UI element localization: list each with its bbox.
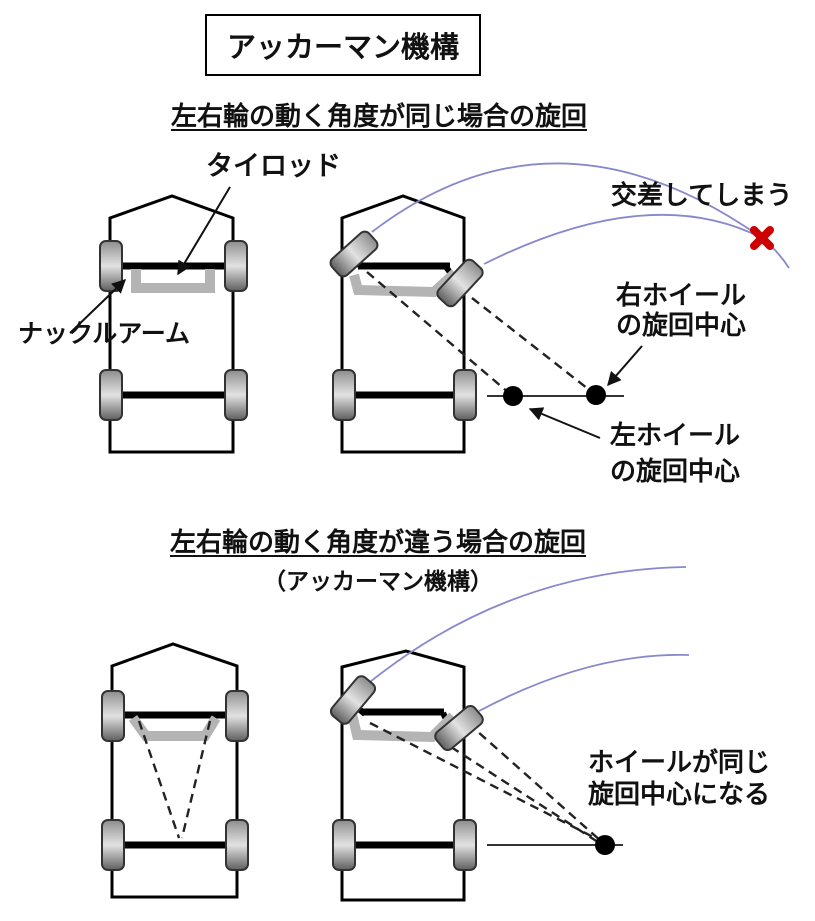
- right-wheel-center-label: 右ホイール の旋回中心: [616, 281, 747, 341]
- knuckle-axis-left: [137, 720, 181, 839]
- rear-right-wheel: [453, 369, 477, 421]
- rear-right-wheel: [453, 819, 477, 871]
- right-wheel-perpendicular: [471, 297, 593, 393]
- front-left-wheel-turned: [329, 230, 379, 278]
- tie-rod: [128, 715, 221, 741]
- title-box: アッカーマン機構: [205, 14, 481, 76]
- same-center-label: ホイールが同じ 旋回中心になる: [588, 748, 771, 810]
- rear-right-wheel: [225, 819, 249, 871]
- section1-heading: 左右輪の動く角度が同じ場合の旋回: [170, 102, 587, 132]
- tie-rod-label: タイロッド: [206, 151, 341, 182]
- car-turned-same-angle: [329, 162, 790, 454]
- rear-left-wheel: [101, 819, 125, 871]
- front-left-wheel: [99, 240, 123, 292]
- rear-left-wheel: [99, 369, 123, 421]
- front-right-wheel: [225, 690, 249, 742]
- turning-arc-left-wheel: [371, 162, 763, 239]
- knuckle-arm-label: ナックルアーム: [18, 319, 191, 348]
- rear-left-wheel: [332, 819, 356, 871]
- front-right-wheel: [224, 240, 248, 292]
- car-straight-same-angle: [99, 194, 248, 454]
- front-right-wheel-turned: [436, 258, 484, 308]
- left-wheel-perpendicular: [369, 721, 602, 843]
- tie-rod-arrow: [177, 186, 231, 276]
- knuckle-arm-arrow: [69, 279, 127, 334]
- right-center-arrow: [607, 345, 643, 387]
- crossing-x-icon: [750, 226, 774, 250]
- knuckle-axis-right: [180, 720, 212, 839]
- section2-heading-block: 左右輪の動く角度が違う場合の旋回 （アッカーマン機構）: [128, 522, 628, 596]
- right-wheel-turning-center-dot: [586, 385, 606, 405]
- page-title: アッカーマン機構: [226, 30, 459, 64]
- rear-right-wheel: [224, 369, 248, 421]
- tie-rod: [131, 269, 215, 293]
- shared-turning-center-dot: [595, 835, 615, 855]
- left-wheel-turning-center-dot: [503, 386, 523, 406]
- section2-heading: 左右輪の動く角度が違う場合の旋回: [169, 528, 586, 558]
- car-straight-ackermann: [101, 642, 249, 899]
- left-wheel-perpendicular: [366, 271, 510, 394]
- car-turned-ackermann: [329, 566, 690, 902]
- turning-arc-right-wheel: [483, 213, 790, 269]
- front-left-wheel: [101, 690, 125, 742]
- turning-arc-inner: [478, 653, 690, 712]
- left-center-arrow: [528, 407, 601, 439]
- front-left-wheel-turned: [329, 675, 377, 725]
- crossing-label: 交差してしまう: [611, 181, 793, 211]
- right-wheel-perpendicular-a: [467, 722, 603, 843]
- section2-subheading: （アッカーマン機構）: [263, 569, 493, 595]
- front-right-wheel-turned: [434, 704, 484, 752]
- rear-left-wheel: [332, 369, 356, 421]
- left-wheel-center-label: 左ホイール の旋回中心: [610, 421, 741, 487]
- turning-arc-outer: [369, 566, 687, 683]
